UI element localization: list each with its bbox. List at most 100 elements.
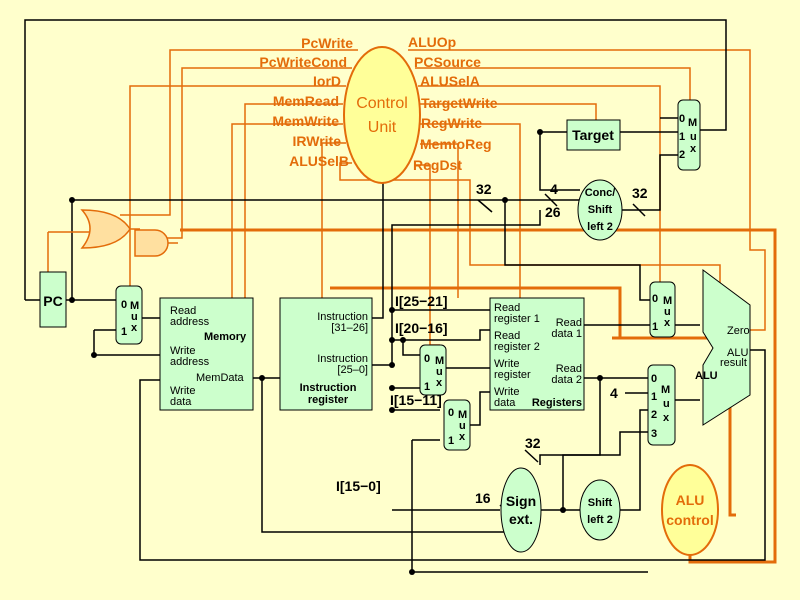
mem-address: address xyxy=(170,316,210,328)
ir-bits2: [25–0] xyxy=(337,364,368,376)
ir-instruction1: Instruction xyxy=(317,311,368,323)
signal-pcwrite: PcWrite xyxy=(301,35,353,51)
sign-ext-line2: ext. xyxy=(509,511,533,527)
ir-instruction2: Instruction xyxy=(317,353,368,365)
signal-iord: IorD xyxy=(313,73,341,89)
alu-control: ALU control xyxy=(661,464,719,556)
field-i25-21: I[25−21] xyxy=(395,293,448,309)
mem-write: Write xyxy=(170,345,195,357)
mem-address2: address xyxy=(170,356,210,368)
sign-extend: Sign ext. xyxy=(500,467,542,553)
mem-title: Memory xyxy=(204,331,247,343)
reg-read-data-1a: Read xyxy=(556,317,582,329)
reg-read-register-1b: register 1 xyxy=(494,313,540,325)
control-unit-line1: Control xyxy=(356,95,408,112)
mux-aluselb-x: x xyxy=(663,412,670,424)
mux-alusela-0: 0 xyxy=(652,293,658,305)
mux-regdst-1: 1 xyxy=(424,381,430,393)
signal-pcwritecond: PcWriteCond xyxy=(259,54,347,70)
ir-bits1: [31–26] xyxy=(331,322,368,334)
mux-aluselb-0: 0 xyxy=(651,373,657,385)
mux-pcsource-x: x xyxy=(690,143,697,155)
signal-regdst: RegDst xyxy=(413,157,462,173)
field-i15-11: I[15−11] xyxy=(390,392,442,408)
mux-alusela: 0 1 M u x xyxy=(649,281,676,338)
control-unit: Control Unit xyxy=(343,46,421,184)
or-gate xyxy=(48,209,140,249)
mux-regdst-m: M xyxy=(435,355,444,367)
alu-label: ALU xyxy=(695,370,718,382)
mux-regdst-u: u xyxy=(436,366,443,378)
mux-pcsource-0: 0 xyxy=(679,113,685,125)
mux-iord-u: u xyxy=(131,311,138,323)
mux-iord: 0 1 M u x xyxy=(115,285,143,345)
signal-aluselb: ALUSelB xyxy=(289,153,349,169)
mux-regdst-x: x xyxy=(436,377,443,389)
alu-control-line1: ALU xyxy=(676,492,705,508)
mem-data: data xyxy=(170,396,192,408)
pc-register: PC xyxy=(39,271,67,328)
const-4: 4 xyxy=(610,385,618,401)
mux-alusela-m: M xyxy=(663,295,672,307)
mux-regdst-0: 0 xyxy=(424,353,430,365)
register-file: Read register 1 Read register 2 Write re… xyxy=(489,297,585,411)
signal-memtoreg: MemtoReg xyxy=(420,136,492,152)
reg-read-data-2b: data 2 xyxy=(551,374,582,386)
shift-line2: left 2 xyxy=(587,514,613,526)
mux-aluselb-2: 2 xyxy=(651,409,657,421)
signal-pcsource: PCSource xyxy=(414,54,481,70)
reg-write-data-b: data xyxy=(494,397,516,409)
ir-title2: register xyxy=(308,394,349,406)
signal-targetwrite: TargetWrite xyxy=(421,95,498,111)
signal-irwrite: IRWrite xyxy=(293,133,342,149)
reg-read-register-2b: register 2 xyxy=(494,341,540,353)
mux-memtoreg-x: x xyxy=(459,431,466,443)
junction-dots xyxy=(69,129,603,575)
mux-alusela-1: 1 xyxy=(652,321,658,333)
mux-pcsource-2: 2 xyxy=(679,149,685,161)
mux-alusela-u: u xyxy=(664,306,671,318)
control-unit-line2: Unit xyxy=(368,119,397,136)
conc-line3: left 2 xyxy=(587,221,613,233)
sign-ext-line1: Sign xyxy=(506,493,536,509)
reg-read-register-1a: Read xyxy=(494,302,520,314)
alu-control-line2: control xyxy=(666,512,713,528)
width-4: 4 xyxy=(550,181,558,197)
reg-read-data-1b: data 1 xyxy=(551,328,582,340)
mux-memtoreg-1: 1 xyxy=(448,435,454,447)
mux-iord-0: 0 xyxy=(121,299,127,311)
field-i20-16: I[20−16] xyxy=(395,320,448,336)
signal-memread: MemRead xyxy=(273,93,339,109)
and-gate xyxy=(134,229,178,257)
shift-left-2: Shift left 2 xyxy=(579,479,621,541)
signal-alusela: ALUSelA xyxy=(420,73,480,89)
mux-memtoreg: 0 1 M u x xyxy=(443,399,471,451)
mux-pcsource-1: 1 xyxy=(679,131,685,143)
alu-alu: ALU xyxy=(727,347,748,359)
mux-aluselb-3: 3 xyxy=(651,428,657,440)
reg-write-data-a: Write xyxy=(494,386,519,398)
mux-pcsource: 0 1 2 M u x xyxy=(677,99,701,171)
reg-read-register-2a: Read xyxy=(494,330,520,342)
alu: Zero ALU result ALU xyxy=(695,269,751,426)
mux-regdst: 0 1 M u x xyxy=(419,344,447,396)
control-signal-labels: PcWrite PcWriteCond IorD MemRead MemWrit… xyxy=(259,34,497,173)
mux-aluselb-1: 1 xyxy=(651,391,657,403)
mux-memtoreg-0: 0 xyxy=(448,407,454,419)
field-i15-0: I[15−0] xyxy=(336,478,381,494)
target-label: Target xyxy=(572,127,614,143)
signal-memwrite: MemWrite xyxy=(272,113,339,129)
reg-title: Registers xyxy=(532,397,582,409)
pc-label: PC xyxy=(43,293,62,309)
memory-block: Read address Memory Write address MemDat… xyxy=(159,297,254,411)
mux-iord-x: x xyxy=(131,322,138,334)
signal-aluop: ALUOp xyxy=(408,34,456,50)
width-32b: 32 xyxy=(632,185,648,201)
width-26: 26 xyxy=(545,204,561,220)
width-32a: 32 xyxy=(476,181,492,197)
target-register: Target xyxy=(566,119,621,151)
conc-line2: Shift xyxy=(588,204,613,216)
shift-line1: Shift xyxy=(588,497,613,509)
mem-write2: Write xyxy=(170,385,195,397)
